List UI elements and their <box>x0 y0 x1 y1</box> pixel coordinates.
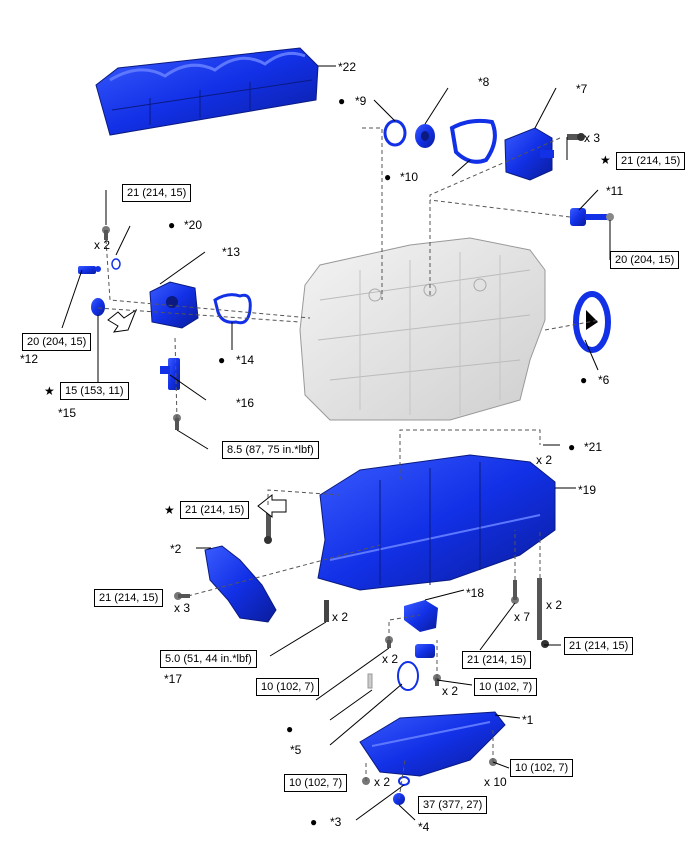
leader-lines <box>61 65 611 821</box>
torque-19-bolt: 21 (214, 15) <box>180 501 250 519</box>
part-3-gasket <box>398 776 410 786</box>
part-22-liner-assembly <box>95 47 319 136</box>
torque-15: 15 (153, 11) <box>60 382 129 400</box>
bolt-long <box>537 578 549 648</box>
torque-top-right: 21 (214, 15) <box>616 152 686 170</box>
callout-9: *9 <box>355 94 367 108</box>
bullet-marker: ● <box>580 373 588 387</box>
part-10-gasket <box>449 118 497 164</box>
quantity-x2-left: x 2 <box>94 238 111 252</box>
callout-19: *19 <box>578 483 597 497</box>
stud-17 <box>324 600 329 622</box>
quantity-x2-long: x 2 <box>546 598 563 612</box>
bullet-marker: ● <box>310 815 318 829</box>
part-2-oil-pump <box>204 545 277 623</box>
star-marker: ★ <box>600 153 611 167</box>
quantity-x2-mid-b: x 2 <box>442 684 459 698</box>
callout-11: *11 <box>606 184 624 198</box>
part-5-gasket <box>397 661 419 691</box>
callout-10: *10 <box>400 170 419 184</box>
callout-22: *22 <box>338 60 357 74</box>
callout-1: *1 <box>522 713 534 727</box>
callout-7: *7 <box>576 82 588 96</box>
cylinder-block <box>299 237 546 421</box>
torque-mid-b: 10 (102, 7) <box>474 678 538 696</box>
quantity-x3-top: x 3 <box>584 131 601 145</box>
quantity-x7: x 7 <box>514 610 531 624</box>
callout-17: *17 <box>164 672 183 686</box>
bullet-marker: ● <box>218 353 226 367</box>
part-19-oil-pan-upper <box>317 454 556 591</box>
bullet-marker: ● <box>568 440 576 454</box>
callout-20: *20 <box>184 218 203 232</box>
oil-strainer-body <box>415 644 435 658</box>
quantity-x10: x 10 <box>484 775 507 789</box>
torque-16: 8.5 (87, 75 in.*lbf) <box>222 441 319 459</box>
callout-18: *18 <box>466 586 485 600</box>
bolt-x7 <box>511 580 519 604</box>
bullet-marker: ● <box>168 218 176 232</box>
torque-12: 20 (204, 15) <box>22 333 92 351</box>
callout-14: *14 <box>236 353 255 367</box>
part-18-oil-strainer <box>404 600 438 632</box>
bullet-marker: ● <box>384 170 392 184</box>
part-1-oil-pan-lower <box>359 711 506 777</box>
part-9-o-ring <box>383 119 407 147</box>
quantity-x2-mid-a: x 2 <box>382 652 399 666</box>
torque-11: 20 (204, 15) <box>610 251 680 269</box>
quantity-x3-2: x 3 <box>174 601 191 615</box>
callout-6: *6 <box>598 373 610 387</box>
callout-21: *21 <box>584 440 603 454</box>
bullet-marker: ● <box>286 722 294 736</box>
part-16-union <box>160 358 180 390</box>
callout-3: *3 <box>330 815 342 829</box>
install-direction-arrow <box>107 308 138 333</box>
part-6-oil-seal <box>573 291 611 353</box>
torque-17: 5.0 (51, 44 in.*lbf) <box>160 650 257 668</box>
callout-13: *13 <box>222 245 241 259</box>
callout-2: *2 <box>170 542 182 556</box>
bolt-7 <box>567 133 585 141</box>
torque-drain: 37 (377, 27) <box>418 796 488 814</box>
torque-bottom-b: 21 (214, 15) <box>564 637 634 655</box>
callout-16: *16 <box>236 396 255 410</box>
bullet-marker: ● <box>338 94 346 108</box>
callout-5: *5 <box>290 743 302 757</box>
direction-arrow-outline <box>257 493 287 519</box>
part-8-fitting <box>415 124 435 148</box>
dashed-assembly-lines <box>97 127 601 800</box>
torque-mid-a: 10 (102, 7) <box>256 678 320 696</box>
callout-8: *8 <box>478 75 490 89</box>
star-marker: ★ <box>44 384 55 398</box>
quantity-x2-pan: x 2 <box>374 775 391 789</box>
quantity-x2-17: x 2 <box>332 610 349 624</box>
torque-2-bolt: 21 (214, 15) <box>94 589 164 607</box>
quantity-x2-21: x 2 <box>536 453 553 467</box>
star-marker: ★ <box>164 503 175 517</box>
bolt-19 <box>264 510 272 544</box>
part-11-sensor <box>570 208 614 226</box>
part-20-o-ring <box>111 258 121 270</box>
torque-pan-left: 10 (102, 7) <box>284 774 348 792</box>
torque-top-left: 21 (214, 15) <box>122 184 192 202</box>
part-7-water-pump <box>504 127 554 181</box>
torque-bottom-a: 21 (214, 15) <box>462 651 532 669</box>
small-pin <box>367 673 373 689</box>
part-14-gasket <box>213 293 252 325</box>
bolt-21-top-left <box>102 226 110 240</box>
torque-pan-right: 10 (102, 7) <box>510 759 574 777</box>
part-15-plug <box>91 298 105 316</box>
bolt-2 <box>174 592 190 600</box>
callout-12: *12 <box>20 352 39 366</box>
callout-15: *15 <box>58 406 77 420</box>
part-12-sensor <box>78 266 101 274</box>
callout-4: *4 <box>418 820 430 834</box>
part-13-oil-filter-bracket <box>149 281 199 329</box>
